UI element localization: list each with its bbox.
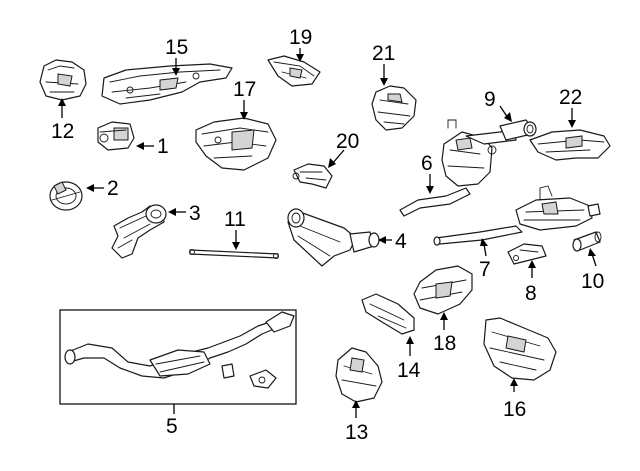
- callout-8: 8: [525, 260, 537, 305]
- callout-21-label: 21: [372, 42, 395, 65]
- callout-4-label: 4: [395, 230, 407, 253]
- callout-6-label: 6: [421, 152, 433, 175]
- callout-13-label: 13: [345, 421, 368, 444]
- callout-15: 15: [165, 36, 188, 76]
- callout-7: 7: [479, 238, 491, 281]
- callout-10: 10: [581, 248, 604, 293]
- callout-16: 16: [503, 378, 526, 421]
- callout-4: 4: [378, 230, 407, 253]
- part-16-heat-shield[interactable]: [483, 317, 557, 381]
- callout-10-label: 10: [581, 270, 604, 293]
- callout-7-label: 7: [479, 258, 491, 281]
- part-11-rod[interactable]: [189, 249, 279, 259]
- callout-16-label: 16: [503, 398, 526, 421]
- part-19-heat-shield[interactable]: [267, 55, 321, 87]
- callout-18-label: 18: [433, 332, 456, 355]
- callout-1: 1: [136, 135, 169, 158]
- part-17-heat-shield[interactable]: [195, 117, 277, 171]
- callout-17-label: 17: [233, 78, 256, 101]
- part-15-heat-shield[interactable]: [101, 63, 233, 105]
- callout-17: 17: [233, 78, 256, 120]
- callout-19: 19: [289, 26, 312, 62]
- callout-22-label: 22: [559, 86, 582, 109]
- callout-14: 14: [397, 336, 421, 382]
- part-13-heat-shield[interactable]: [335, 347, 383, 403]
- callout-1-label: 1: [157, 135, 169, 158]
- callout-2-label: 2: [107, 177, 119, 200]
- part-4-catalytic-converter[interactable]: [287, 208, 380, 267]
- part-5-inset-box[interactable]: [59, 309, 297, 405]
- part-22-heat-shield[interactable]: [529, 129, 611, 161]
- callout-21: 21: [372, 42, 395, 86]
- part-6-muffler-pipe[interactable]: [399, 119, 517, 217]
- part-9-tailpipe-tip[interactable]: [499, 119, 537, 141]
- part-20-bracket[interactable]: [292, 163, 333, 189]
- part-3-flex-pipe[interactable]: [111, 204, 167, 259]
- callout-20-label: 20: [336, 130, 359, 153]
- part-7-rear-muffler[interactable]: [433, 185, 601, 246]
- part-2-clamp[interactable]: [49, 181, 83, 211]
- callout-13: 13: [345, 400, 368, 444]
- callout-12-label: 12: [51, 120, 74, 143]
- callout-19-label: 19: [289, 26, 312, 49]
- callout-11: 11: [224, 208, 246, 250]
- callout-8-label: 8: [525, 282, 537, 305]
- callout-20: 20: [328, 130, 359, 168]
- part-8-bracket[interactable]: [507, 243, 547, 265]
- callout-3: 3: [168, 202, 201, 225]
- callout-14-label: 14: [397, 359, 421, 382]
- callout-3-label: 3: [189, 202, 201, 225]
- callout-9-label: 9: [484, 88, 496, 111]
- part-12-heat-shield[interactable]: [39, 59, 87, 101]
- callout-15-label: 15: [165, 36, 188, 59]
- part-10-tailpipe-tip[interactable]: [572, 231, 602, 252]
- part-1-bracket[interactable]: [97, 121, 135, 151]
- callout-5: 5: [166, 404, 178, 438]
- callout-22: 22: [559, 86, 582, 128]
- part-21-heat-shield[interactable]: [371, 85, 417, 131]
- callout-12: 12: [51, 98, 74, 143]
- callout-18: 18: [433, 312, 456, 355]
- part-18-heat-shield[interactable]: [413, 265, 473, 315]
- part-14-heat-shield[interactable]: [361, 293, 415, 335]
- callout-5-label: 5: [166, 415, 178, 438]
- callout-9: 9: [484, 88, 512, 122]
- callout-2: 2: [86, 177, 119, 200]
- callout-11-label: 11: [224, 208, 246, 231]
- callout-6: 6: [421, 152, 434, 194]
